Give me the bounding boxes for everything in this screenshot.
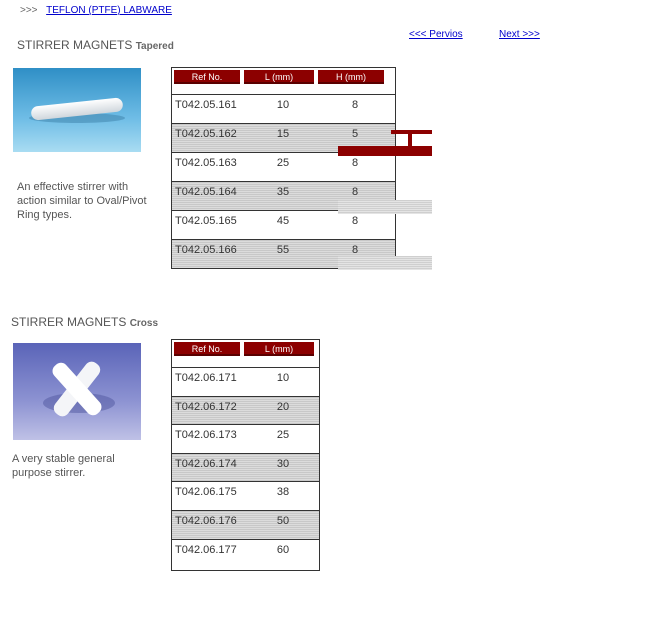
ref-no-cell: T042.06.177 bbox=[175, 543, 237, 556]
length-cell: 50 bbox=[276, 515, 290, 527]
column-header-length: L (mm) bbox=[244, 70, 314, 84]
breadcrumb: >>> TEFLON (PTFE) LABWARE bbox=[20, 5, 172, 16]
length-cell: 25 bbox=[276, 157, 290, 169]
table-row: T042.05.166 55 8 bbox=[172, 239, 395, 268]
section-tapered-description: An effective stirrer with action similar… bbox=[17, 181, 147, 221]
section-cross-heading: STIRRER MAGNETS Cross bbox=[11, 315, 158, 329]
ref-no-cell: T042.06.171 bbox=[175, 372, 237, 384]
table-header-row: Ref No. L (mm) bbox=[174, 342, 318, 356]
decorative-artifact-shade bbox=[338, 200, 432, 214]
section-cross-subtitle: Cross bbox=[129, 318, 159, 329]
length-cell: 10 bbox=[276, 372, 290, 384]
height-cell: 8 bbox=[351, 99, 359, 111]
table-row: T042.06.171 10 bbox=[172, 367, 319, 396]
table-row: T042.06.172 20 bbox=[172, 395, 319, 425]
section-tapered-subtitle: Tapered bbox=[135, 41, 174, 52]
table-header-row: Ref No. L (mm) H (mm) bbox=[174, 70, 388, 84]
ref-no-cell: T042.06.176 bbox=[175, 515, 237, 527]
table-row: T042.06.173 25 bbox=[172, 424, 319, 453]
length-cell: 35 bbox=[276, 186, 290, 198]
length-cell: 15 bbox=[276, 128, 290, 140]
length-cell: 10 bbox=[276, 99, 290, 111]
ref-no-cell: T042.06.175 bbox=[175, 486, 237, 499]
height-cell: 8 bbox=[351, 157, 359, 169]
previous-page-link[interactable]: <<< Pervios bbox=[409, 29, 463, 40]
height-cell: 8 bbox=[351, 186, 359, 198]
table-row: T042.06.174 30 bbox=[172, 452, 319, 482]
table-row: T042.05.165 45 8 bbox=[172, 210, 395, 239]
table-row: T042.06.177 60 bbox=[172, 538, 319, 568]
next-page-link[interactable]: Next >>> bbox=[499, 29, 540, 40]
ref-no-cell: T042.06.172 bbox=[175, 400, 237, 413]
ref-no-cell: T042.05.165 bbox=[175, 215, 237, 227]
breadcrumb-link-teflon-labware[interactable]: TEFLON (PTFE) LABWARE bbox=[46, 5, 172, 16]
ref-no-cell: T042.05.166 bbox=[175, 244, 237, 256]
ref-no-cell: T042.05.164 bbox=[175, 186, 237, 198]
tapered-magnet-photo bbox=[13, 68, 141, 152]
column-header-height: H (mm) bbox=[318, 70, 384, 84]
length-cell: 55 bbox=[276, 244, 290, 256]
decorative-artifact-bar bbox=[338, 146, 432, 156]
length-cell: 45 bbox=[276, 215, 290, 227]
section-cross-title: STIRRER MAGNETS bbox=[11, 315, 127, 329]
table-row: T042.05.163 25 8 bbox=[172, 152, 395, 181]
length-cell: 30 bbox=[276, 457, 290, 470]
column-header-length: L (mm) bbox=[244, 342, 314, 356]
length-cell: 38 bbox=[276, 486, 290, 499]
length-cell: 60 bbox=[276, 543, 290, 556]
height-cell: 8 bbox=[351, 244, 359, 256]
length-cell: 20 bbox=[276, 400, 290, 413]
cross-magnet-photo bbox=[13, 343, 141, 440]
ref-no-cell: T042.06.174 bbox=[175, 457, 237, 470]
section-tapered-heading: STIRRER MAGNETS Tapered bbox=[17, 38, 174, 52]
ref-no-cell: T042.06.173 bbox=[175, 429, 237, 442]
decorative-artifact-bar bbox=[408, 130, 412, 150]
column-header-ref-no: Ref No. bbox=[174, 342, 240, 356]
section-cross-description: A very stable general purpose stirrer. bbox=[12, 453, 115, 479]
decorative-artifact-shade bbox=[338, 256, 432, 270]
breadcrumb-prefix: >>> bbox=[20, 5, 38, 16]
ref-no-cell: T042.05.161 bbox=[175, 99, 237, 111]
ref-no-cell: T042.05.163 bbox=[175, 157, 237, 169]
table-row: T042.05.161 10 8 bbox=[172, 94, 395, 123]
ref-no-cell: T042.05.162 bbox=[175, 128, 237, 140]
section-tapered-title: STIRRER MAGNETS bbox=[17, 38, 133, 52]
length-cell: 25 bbox=[276, 429, 290, 442]
column-header-ref-no: Ref No. bbox=[174, 70, 240, 84]
table-row: T042.06.175 38 bbox=[172, 481, 319, 510]
height-cell: 5 bbox=[351, 128, 359, 140]
height-cell: 8 bbox=[351, 215, 359, 227]
table-row: T042.06.176 50 bbox=[172, 510, 319, 539]
